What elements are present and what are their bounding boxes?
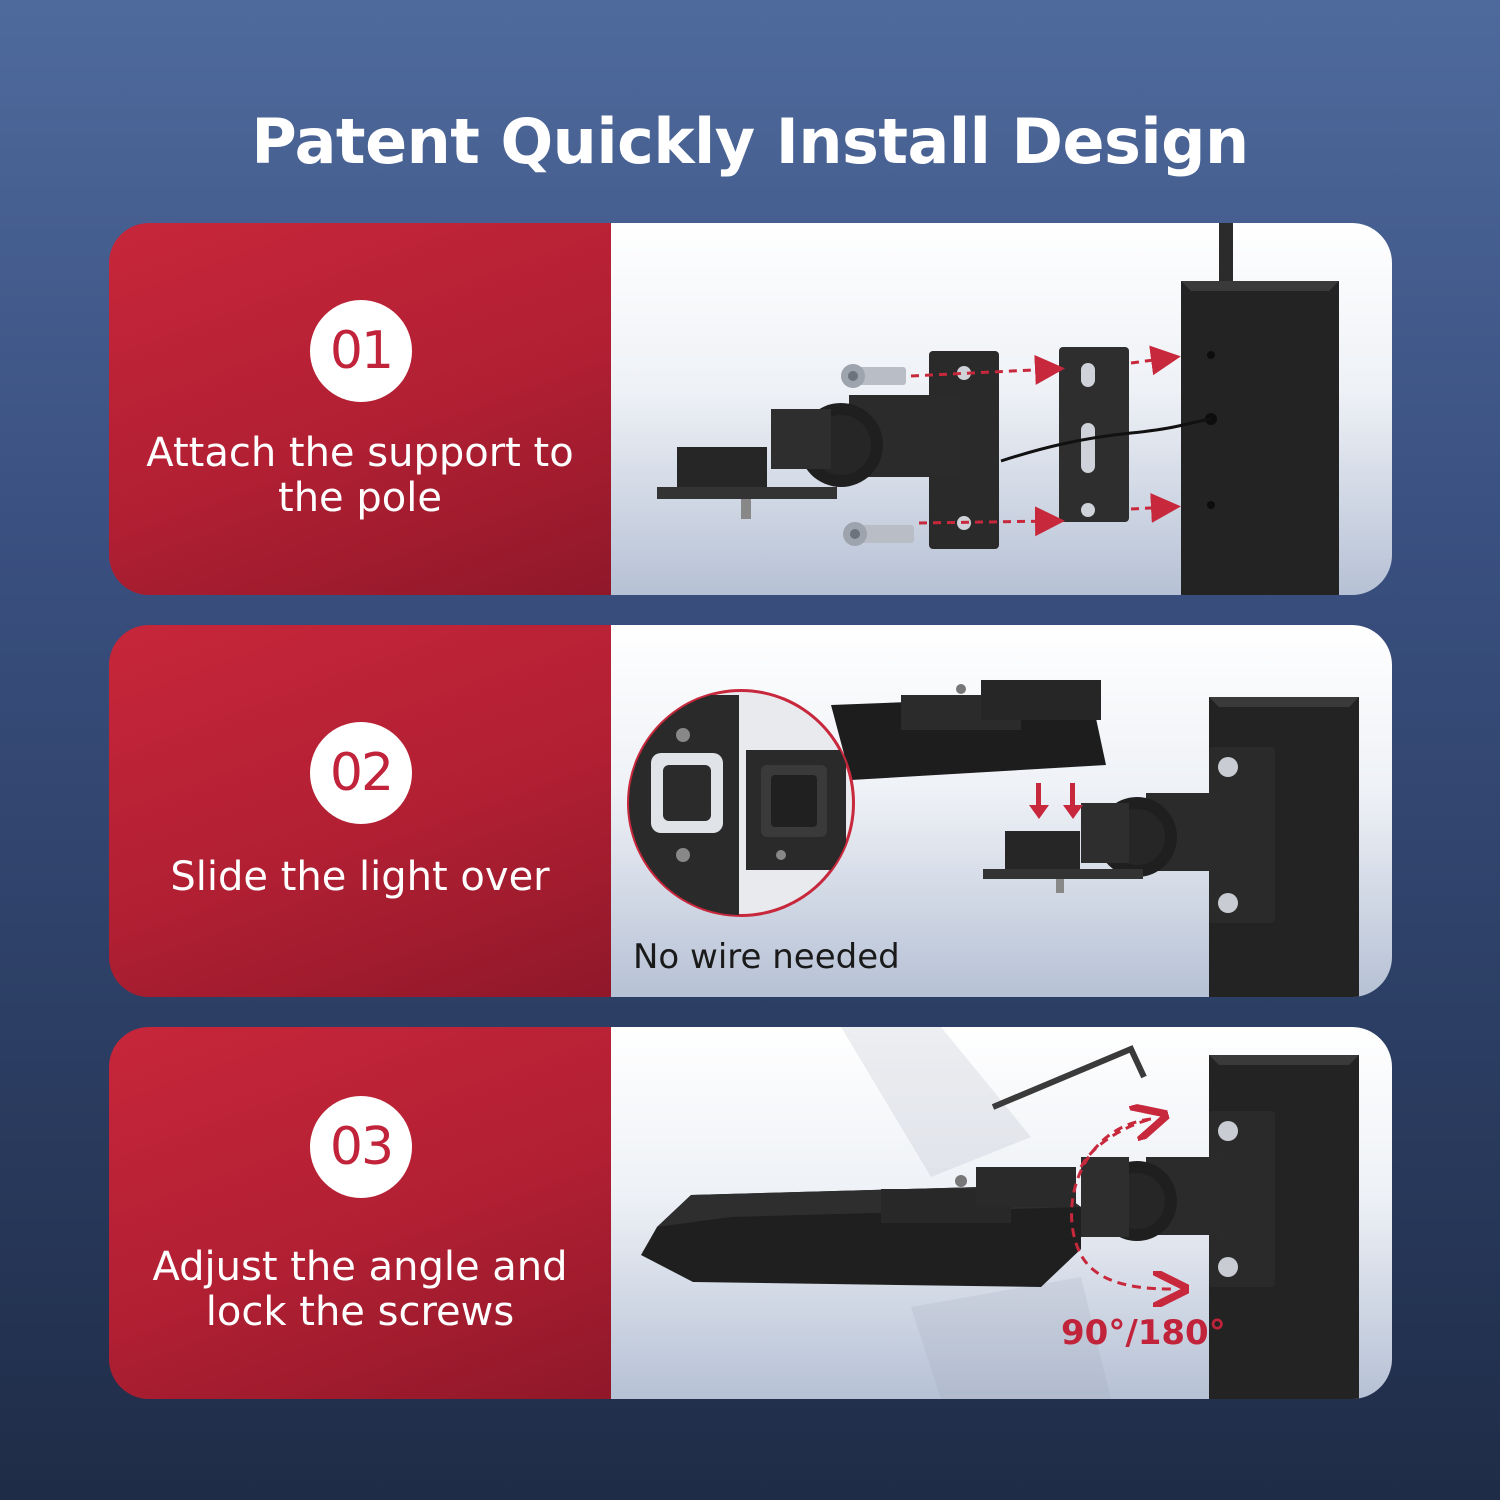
mounting-bracket-icon: [657, 351, 999, 549]
step-description: Slide the light over: [170, 854, 550, 900]
step-illustration-2: No wire needed: [611, 625, 1392, 997]
step-card-3: 03 Adjust the angle and lock the screws: [109, 1027, 1392, 1399]
step-number-badge: 02: [310, 722, 412, 824]
caption-no-wire: No wire needed: [633, 937, 900, 977]
hex-key-icon: [991, 1045, 1147, 1110]
ghost-fixture-icon: [841, 1027, 1111, 1399]
step-panel-2: 02 Slide the light over: [109, 625, 611, 997]
light-fixture-icon: [831, 680, 1106, 780]
step-illustration-1: [611, 223, 1392, 595]
step-card-1: 01 Attach the support to the pole: [109, 223, 1392, 595]
install-diagram-slide: [627, 680, 1359, 997]
connector-zoom-icon: [627, 689, 855, 917]
step-card-2: 02 Slide the light over: [109, 625, 1392, 997]
step-number-badge: 03: [310, 1096, 412, 1198]
rotation-arc-icon: [1070, 1119, 1171, 1289]
step-description: Adjust the angle and lock the screws: [152, 1244, 568, 1335]
red-arrow-icon: [910, 345, 1181, 537]
mounting-bracket-icon: [1081, 1111, 1275, 1287]
step-panel-3: 03 Adjust the angle and lock the screws: [109, 1027, 611, 1399]
page-title: Patent Quickly Install Design: [251, 105, 1249, 178]
mounting-bracket-icon: [983, 747, 1275, 923]
step-number-badge: 01: [310, 300, 412, 402]
red-arrow-icon: [1029, 783, 1083, 819]
pole-icon: [1181, 223, 1339, 595]
mounting-plate-icon: [1059, 347, 1129, 522]
light-fixture-icon: [641, 1167, 1081, 1287]
step-illustration-3: 90°/180°: [611, 1027, 1392, 1399]
angle-label: 90°/180°: [1061, 1313, 1226, 1353]
install-diagram-attach: [657, 223, 1339, 595]
step-description: Attach the support to the pole: [146, 430, 574, 521]
install-diagram-adjust: [641, 1027, 1359, 1399]
screw-icon: [841, 364, 906, 388]
screw-icon: [843, 522, 914, 546]
step-panel-1: 01 Attach the support to the pole: [109, 223, 611, 595]
